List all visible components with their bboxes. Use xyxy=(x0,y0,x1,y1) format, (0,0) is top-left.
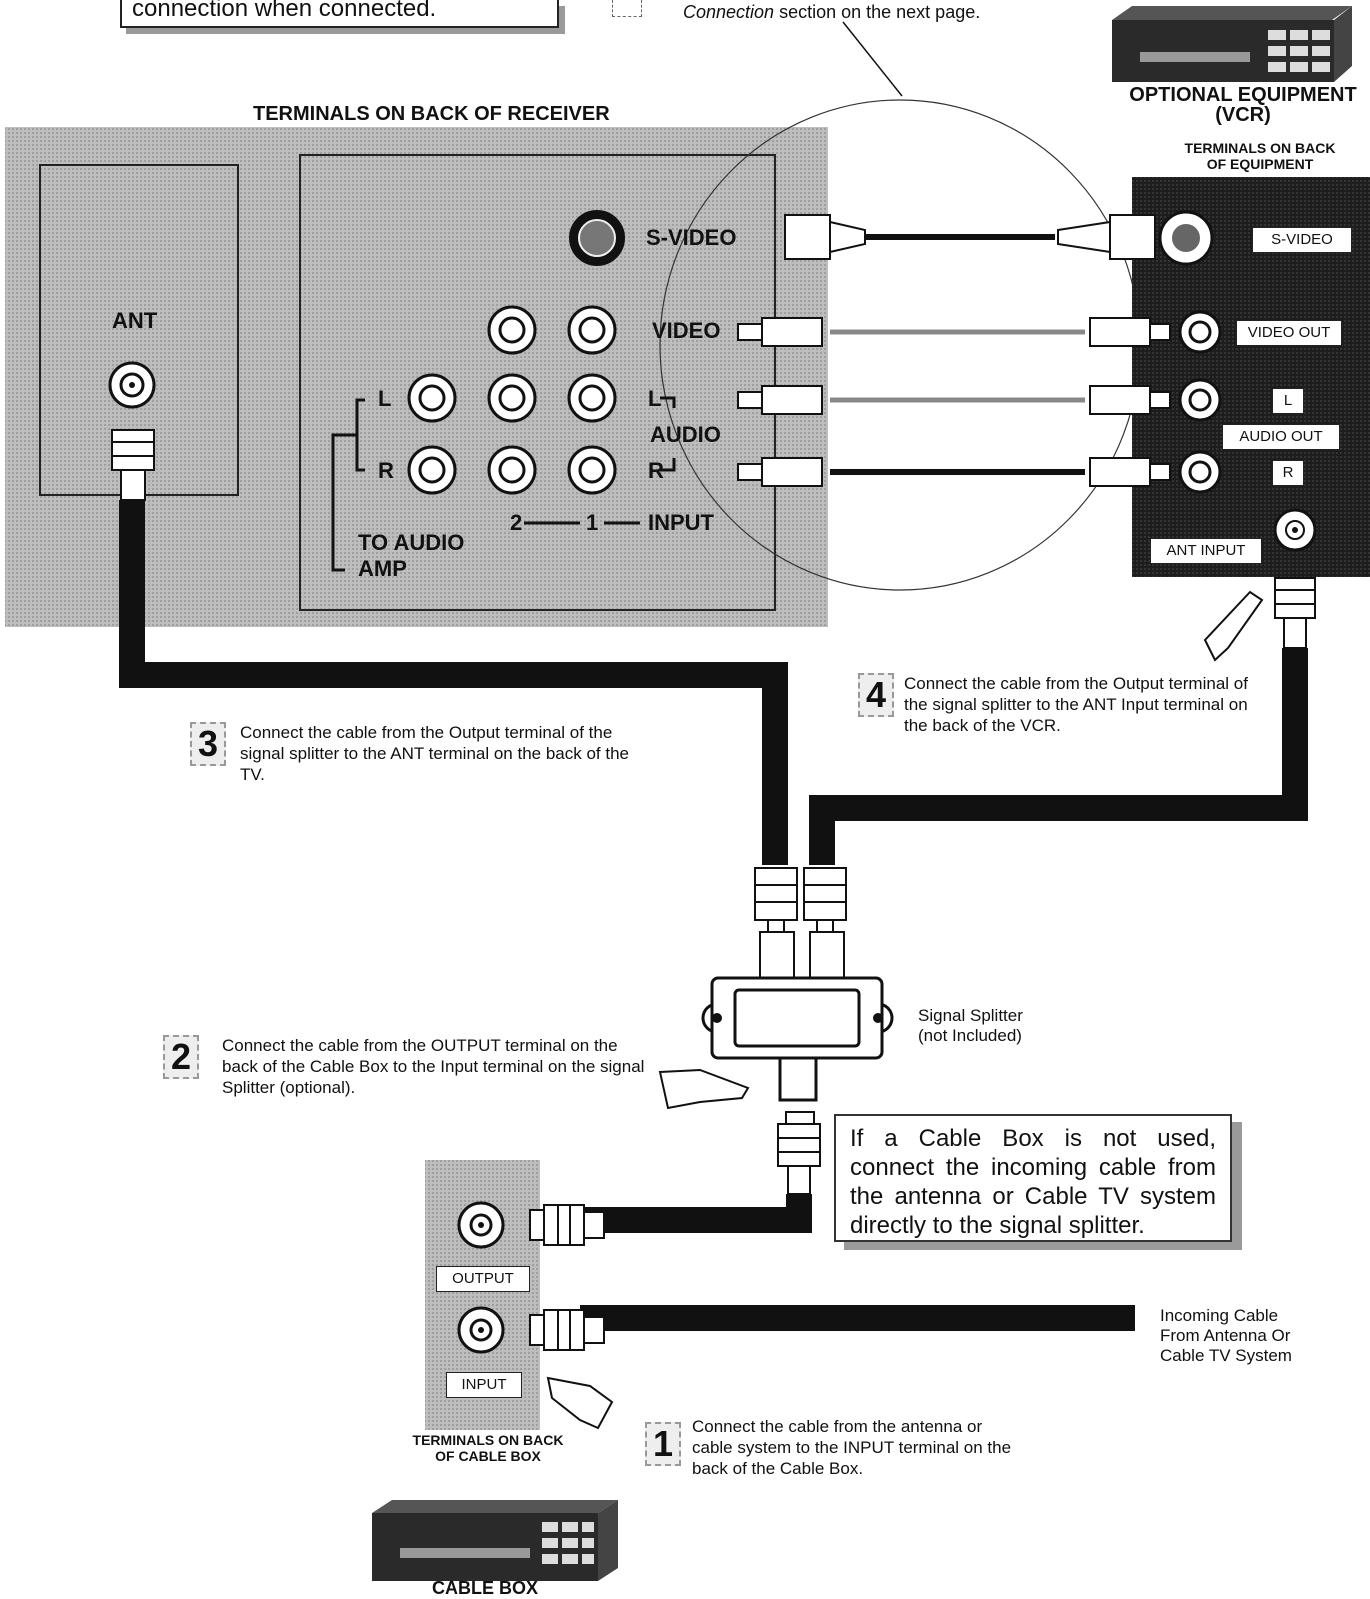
vcr-terminals-heading-line2: OF EQUIPMENT xyxy=(1206,156,1314,172)
top-note-text: connection when connected. xyxy=(132,0,437,22)
vcr-rca-jacks xyxy=(1178,310,1222,494)
vcr-l-tag: L xyxy=(1272,388,1304,414)
receiver-rca-jacks xyxy=(407,305,617,495)
step-1-number: 1 xyxy=(645,1422,681,1466)
cablebox-terminals-heading: TERMINALS ON BACK OF CABLE BOX xyxy=(388,1432,588,1464)
step-3-number: 3 xyxy=(190,722,226,766)
receiver-ant-label: ANT xyxy=(112,308,158,333)
incoming-cable-label: Incoming Cable From Antenna Or Cable TV … xyxy=(1160,1306,1292,1366)
incoming-cable-line3: Cable TV System xyxy=(1160,1346,1292,1365)
step-4-number: 4 xyxy=(858,673,894,717)
tv-coax-cable xyxy=(119,500,788,865)
splitter-label: Signal Splitter (not Included) xyxy=(918,1006,1023,1046)
cablebox-jacks xyxy=(457,1201,505,1354)
vcr-r-tag: R xyxy=(1272,460,1304,486)
splitter-label-line1: Signal Splitter xyxy=(918,1006,1023,1025)
av-subpanel xyxy=(299,154,776,611)
receiver-l-left: L xyxy=(378,386,392,411)
vcr-terminals-heading: TERMINALS ON BACK OF EQUIPMENT xyxy=(1150,140,1370,172)
pointing-hand-icon xyxy=(658,1068,750,1110)
rca-cables xyxy=(830,329,1085,475)
receiver-audio-label: AUDIO xyxy=(650,422,721,447)
incoming-cable-line1: Incoming Cable xyxy=(1160,1306,1279,1325)
receiver-input-1: 1 xyxy=(586,510,599,535)
vcr-title-line2: (VCR) xyxy=(1215,104,1271,126)
receiver-video-label: VIDEO xyxy=(652,318,721,343)
step-2-number: 2 xyxy=(163,1035,199,1079)
splitter-connectors xyxy=(754,867,847,979)
to-audio-amp-line1: TO AUDIO xyxy=(358,530,465,555)
cablebox-caption: CABLE BOX xyxy=(432,1578,539,1598)
vcr-video-out-tag: VIDEO OUT xyxy=(1236,320,1342,346)
step-1-text: Connect the cable from the antenna or ca… xyxy=(692,1417,1012,1478)
step-2-text: Connect the cable from the OUTPUT termin… xyxy=(222,1036,645,1097)
vcr-ant-input-tag: ANT INPUT xyxy=(1150,538,1262,564)
connection-reference-italic: Connection xyxy=(683,2,775,22)
top-note-box: connection when connected. xyxy=(120,0,559,28)
receiver-r-left: R xyxy=(378,458,394,483)
cablebox-output-cable xyxy=(580,1194,812,1233)
receiver-input-label: INPUT xyxy=(648,510,714,535)
vcr-terminals-heading-line1: TERMINALS ON BACK xyxy=(1184,140,1336,156)
vcr-title-line1: OPTIONAL EQUIPMENT xyxy=(1129,84,1357,106)
vcr-device-illustration xyxy=(1112,6,1352,82)
receiver-input-2: 2 xyxy=(510,510,523,535)
vcr-title: OPTIONAL EQUIPMENT (VCR) xyxy=(1118,85,1368,125)
signal-splitter xyxy=(701,976,894,1102)
receiver-svideo-label: S-VIDEO xyxy=(646,225,737,250)
cablebox-terminals-heading-line1: TERMINALS ON BACK xyxy=(412,1432,564,1448)
pointing-hand-icon xyxy=(546,1376,614,1430)
connection-reference: Connection section on the next page. xyxy=(683,2,980,23)
vcr-audio-out-tag: AUDIO OUT xyxy=(1222,424,1340,450)
vcr-ant-connector xyxy=(1274,577,1316,619)
no-cable-box-callout: If a Cable Box is not used, connect the … xyxy=(834,1114,1232,1242)
vcr-svideo-tag: S-VIDEO xyxy=(1252,227,1352,253)
to-audio-amp-line2: AMP xyxy=(358,556,407,581)
receiver-l-right: L xyxy=(648,386,662,411)
ant-connector xyxy=(111,429,155,471)
connection-reference-rest: section on the next page. xyxy=(774,2,981,22)
step-4-text: Connect the cable from the Output termin… xyxy=(904,674,1248,735)
pointing-hand-icon xyxy=(1203,590,1264,662)
cablebox-device-illustration xyxy=(372,1500,618,1581)
incoming-cable-line2: From Antenna Or xyxy=(1160,1326,1291,1345)
cablebox-input-tag: INPUT xyxy=(446,1372,522,1398)
reference-pointer-line xyxy=(842,21,903,97)
receiver-heading: TERMINALS ON BACK OF RECEIVER xyxy=(253,103,610,125)
vcr-coax-cable xyxy=(809,648,1308,865)
receiver-r-right: R xyxy=(648,458,664,483)
cablebox-terminals-heading-line2: OF CABLE BOX xyxy=(435,1448,541,1464)
cablebox-output-tag: OUTPUT xyxy=(436,1266,530,1292)
step-3-text: Connect the cable from the Output termin… xyxy=(240,723,630,784)
splitter-label-line2: (not Included) xyxy=(918,1026,1022,1045)
note-marker-box xyxy=(612,0,642,17)
